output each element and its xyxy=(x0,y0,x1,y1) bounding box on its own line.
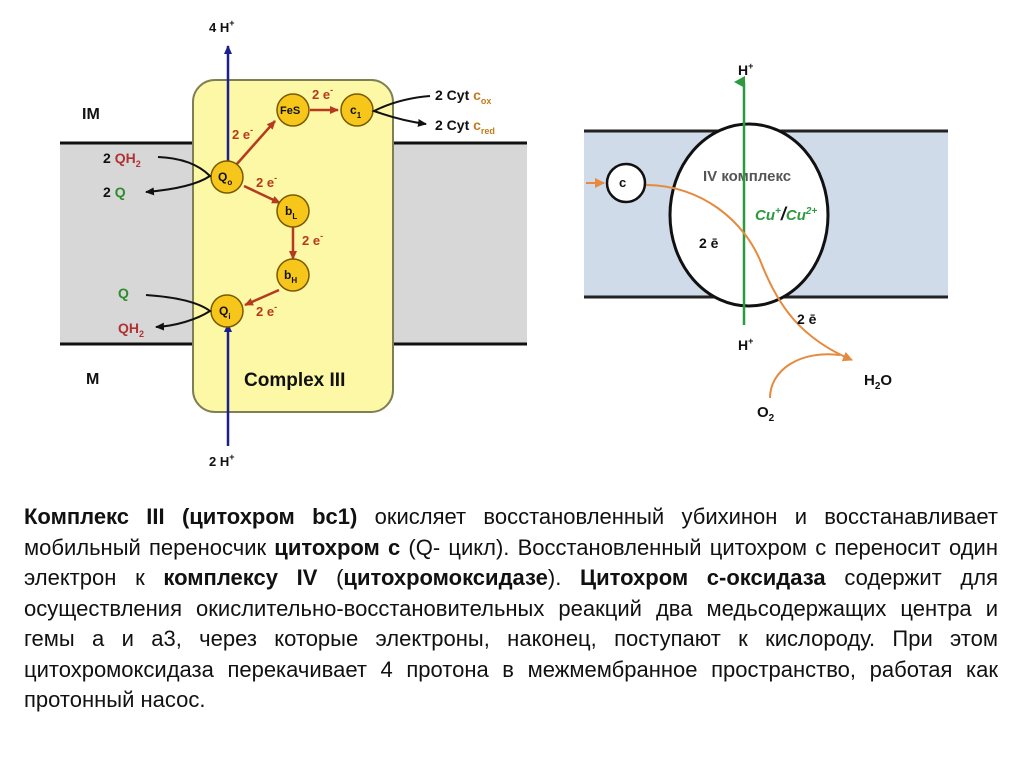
cofactor-qo: Qo xyxy=(210,160,244,194)
h2o-label: H2O xyxy=(864,372,892,392)
caption-term-cytochrome-oxidase: цитохромоксидазе xyxy=(343,565,548,590)
copper-label: Cu+/Cu2+ xyxy=(755,204,817,224)
e-label-qo-bl: 2 e- xyxy=(256,173,277,190)
e-label-bh-qi: 2 e- xyxy=(256,302,277,319)
cofactor-bh: bH xyxy=(276,258,310,292)
svg-text:Qi: Qi xyxy=(219,304,231,321)
proton-bottom-label: 2 H+ xyxy=(209,452,235,469)
proton-bottom-label-iv: H+ xyxy=(738,336,753,353)
caption-term-complex-iii: Комплекс III (цитохром bc1) xyxy=(24,504,358,529)
o2-label: O2 xyxy=(757,404,775,424)
caption-seg-10: содержит для осуществления окислительно-… xyxy=(24,565,998,712)
im-label: IM xyxy=(82,106,100,123)
qh2-in-label: 2 QH2 xyxy=(103,150,141,169)
e-label-qo-fes: 2 e- xyxy=(232,125,253,142)
caption-seg-8: ). xyxy=(547,565,581,590)
cofactor-qi: Qi xyxy=(210,294,244,328)
complex-iii-diagram: IM M Complex III 4 H+ 2 H+ 2 e- 2 e- 2 e… xyxy=(60,18,527,469)
e-arrow-bh-qi xyxy=(244,288,280,307)
complex-iii-title: Complex III xyxy=(244,370,345,391)
svg-text:Qo: Qo xyxy=(218,170,232,187)
cofactor-bl: bL xyxy=(276,194,310,228)
svg-text:c1: c1 xyxy=(350,103,362,120)
svg-text:bH: bH xyxy=(284,268,297,285)
e-inside-label: 2 ē xyxy=(699,235,719,251)
caption-seg-4: (Q- цикл). Восстановленный цитохром с пе… xyxy=(24,534,998,591)
q-cycle-arrow-top xyxy=(145,156,212,196)
cyt-c-disc-label: c xyxy=(619,175,626,190)
cyt-c-disc xyxy=(605,162,647,204)
caption-term-cytochrome-c: цитохром с xyxy=(274,534,401,560)
e-label-fes-c1: 2 e- xyxy=(312,85,333,102)
complex-iv-title: IV комплекс xyxy=(703,168,791,185)
caption-seg-6: ( xyxy=(317,565,344,590)
svg-text:bL: bL xyxy=(285,204,297,221)
caption-term-complex-iv: комплексу IV xyxy=(163,565,318,590)
caption-seg-2: окисляет восстановленный убихинон и восс… xyxy=(24,504,998,560)
proton-top-label: 4 H+ xyxy=(209,18,235,35)
e-outside-label: 2 ē xyxy=(797,311,817,327)
cofactor-c1: c1 xyxy=(340,93,374,127)
oxygen-path xyxy=(769,353,841,399)
complex-iv-diagram: IV комплекс c H+ H+ Cu+/Cu2+ 2 ē 2 ē H2O… xyxy=(584,61,948,424)
m-label: M xyxy=(86,371,99,388)
svg-text:FeS: FeS xyxy=(280,105,300,117)
proton-top-label-iv: H+ xyxy=(738,61,753,78)
cofactor-fes: FeS xyxy=(276,93,310,127)
q-cycle-arrow-bottom xyxy=(145,294,212,331)
diagram-canvas: IM M Complex III 4 H+ 2 H+ 2 e- 2 e- 2 e… xyxy=(60,18,948,469)
caption-text: Комплекс III (цитохром bc1) окисляет вос… xyxy=(24,502,998,716)
cyt-c-arrow xyxy=(371,95,431,127)
e-arrow-qo-fes xyxy=(235,120,276,166)
cyt-c-red-label: 2 Cyt cred xyxy=(435,117,495,136)
caption-term-cytochrome-c-oxidase: Цитохром с-оксидаза xyxy=(580,565,826,590)
e-arrow-qo-bl xyxy=(243,184,281,205)
electron-path xyxy=(645,184,853,362)
complex-iv-body xyxy=(668,122,830,308)
e-label-bl-bh: 2 e- xyxy=(302,231,323,248)
q-out-label: 2 Q xyxy=(103,184,126,200)
q-in-label: Q xyxy=(118,285,129,301)
cyt-c-ox-label: 2 Cyt cox xyxy=(435,87,491,106)
qh2-out-label: QH2 xyxy=(118,320,144,339)
